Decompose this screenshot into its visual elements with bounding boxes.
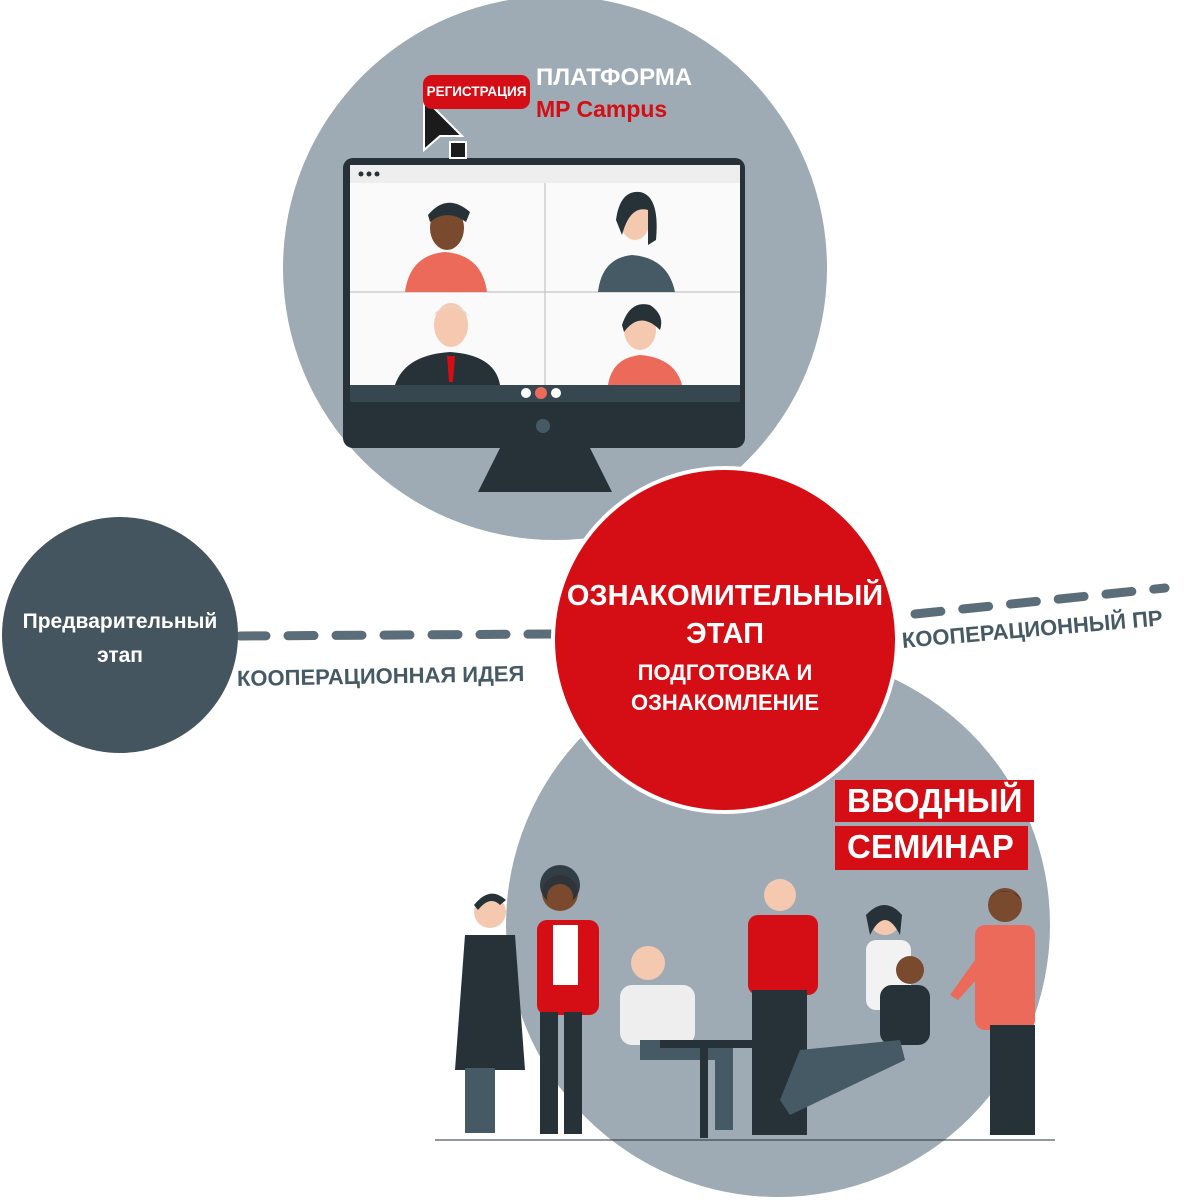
cooperation-idea-label: КООПЕРАЦИОННАЯ ИДЕЯ xyxy=(236,660,525,691)
cursor-square-icon xyxy=(449,141,467,159)
familiarization-stage-circle xyxy=(551,466,899,814)
preliminary-stage-line1: Предварительный xyxy=(22,610,218,633)
center-stage-sub-2: ОЗНАКОМЛЕНИЕ xyxy=(630,690,820,715)
center-stage-title-1: ОЗНАКОМИТЕЛЬНЫЙ xyxy=(566,580,884,612)
center-stage-title-2: ЭТАП xyxy=(686,618,764,650)
seminar-people-illustration xyxy=(435,865,1055,1141)
path-dash-left xyxy=(235,629,560,641)
path-dash-right xyxy=(910,583,1170,619)
preliminary-stage-line2: этап xyxy=(97,644,143,667)
platform-label: ПЛАТФОРМА xyxy=(536,64,693,91)
center-stage-sub-1: ПОДГОТОВКА И xyxy=(637,660,813,685)
platform-name: MP Campus xyxy=(536,96,668,122)
seminar-label-1: ВВОДНЫЙ xyxy=(835,780,1035,822)
preliminary-stage-circle xyxy=(2,517,238,753)
monitor-illustration xyxy=(343,158,745,492)
seminar-label-2: СЕМИНАР xyxy=(835,826,1028,870)
cursor-icon xyxy=(423,95,465,153)
register-button[interactable]: РЕГИСТРАЦИЯ xyxy=(423,75,530,109)
